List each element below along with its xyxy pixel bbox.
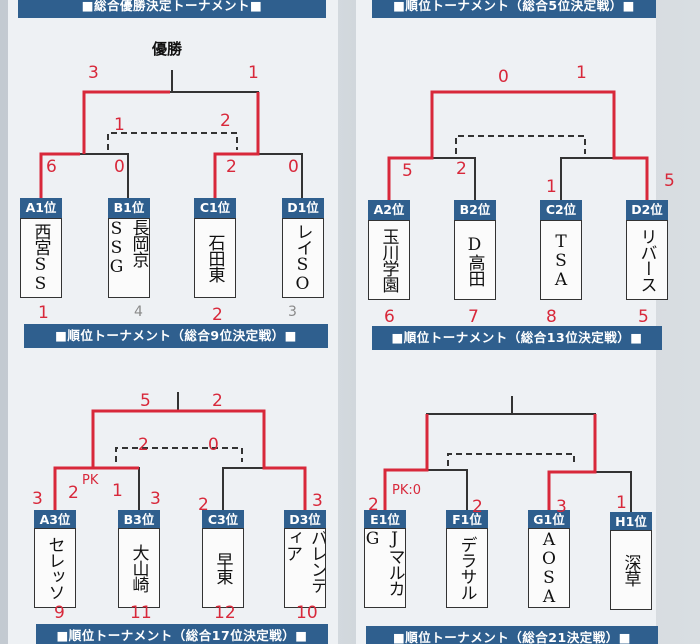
score-mark: 2 [456,159,467,179]
seed-label: B3位 [118,510,160,530]
score-mark: 3 [556,497,567,517]
team-box: JマルカG [364,528,406,608]
score-mark: 2 [368,495,379,515]
score-mark: 3 [150,489,161,509]
seed-label: B1位 [108,198,150,218]
score-mark: 2 [212,391,223,411]
banner-5th-place: ■順位トーナメント（総合5位決定戦）■ [372,0,656,18]
place-mark: 1 [38,303,49,323]
score-mark: 2 [198,495,209,515]
pk-mark: PK [82,473,99,488]
score-mark: 5 [140,391,151,411]
score-mark: 1 [248,63,259,83]
place-mark: 6 [384,307,395,327]
score-mark: 0 [498,67,509,87]
score-mark: 1 [546,177,557,197]
banner-21st-place: ■順位トーナメント（総合21決定戦）■ [366,626,658,644]
seed-label: G1位 [528,510,570,530]
score-mark: 0 [288,157,299,177]
seed-label: C2位 [540,200,582,220]
score-mark: 2 [68,483,79,503]
seed-label: D3位 [284,510,326,530]
seed-label: E1位 [364,510,406,530]
place-mark: 3 [288,304,297,320]
pk-mark: PK:0 [392,483,421,498]
seed-label: C3位 [202,510,244,530]
place-mark: 7 [468,307,479,327]
score-mark: 5 [402,161,413,181]
team-box: 深草 [610,530,652,610]
score-mark: 2 [226,157,237,177]
place-mark: 8 [546,307,557,327]
score-mark: 3 [312,491,323,511]
team-box: 玉川学園 [368,220,410,300]
team-box: バレンティア [284,528,326,608]
score-mark: 3 [88,63,99,83]
sheet-right [356,0,656,644]
team-box: デラサル [446,528,488,608]
score-mark: 1 [114,115,125,135]
banner-9th-place: ■順位トーナメント（総合9位決定戦）■ [24,324,328,348]
place-mark: 2 [212,305,223,325]
banner-championship: ■総合優勝決定トーナメント■ [18,0,326,18]
place-mark: 11 [130,603,152,623]
banner-17th-place: ■順位トーナメント（総合17位決定戦）■ [36,624,328,644]
team-box: 早東 [202,528,244,608]
score-mark: 1 [616,493,627,513]
seed-label: D2位 [626,200,668,220]
seed-label: F1位 [446,510,488,530]
seed-label: B2位 [454,200,496,220]
team-box: TSA [540,220,582,300]
banner-13th-place: ■順位トーナメント（総合13位決定戦）■ [372,326,662,350]
seed-label: H1位 [610,512,652,532]
score-mark: 3 [32,489,43,509]
team-box: AOSA [528,528,570,608]
team-box: 長岡京SSG [108,218,150,298]
place-mark: 5 [638,307,649,327]
score-mark: 1 [576,63,587,83]
seed-label: A1位 [20,198,62,218]
team-box: レイSO [282,218,324,298]
score-mark: 2 [472,497,483,517]
score-mark: 2 [138,435,149,455]
seed-label: D1位 [282,198,324,218]
score-mark: 2 [220,111,231,131]
score-mark: 5 [664,171,675,191]
score-mark: 0 [114,157,125,177]
team-box: D高田 [454,220,496,300]
team-box: セレッソ [34,528,76,608]
place-mark: 9 [54,603,65,623]
team-box: 西宮SS [20,218,62,298]
seed-label: C1位 [194,198,236,218]
team-box: リバース [626,220,668,300]
score-mark: 0 [208,435,219,455]
score-mark: 1 [112,481,123,501]
place-mark: 12 [214,603,236,623]
place-mark: 10 [296,603,318,623]
team-box: 石田東 [194,218,236,298]
team-box: 大山崎 [118,528,160,608]
score-mark: 6 [46,157,57,177]
seed-label: A3位 [34,510,76,530]
place-mark: 4 [134,304,143,320]
champion-label: 優勝 [152,40,183,58]
seed-label: A2位 [368,200,410,220]
